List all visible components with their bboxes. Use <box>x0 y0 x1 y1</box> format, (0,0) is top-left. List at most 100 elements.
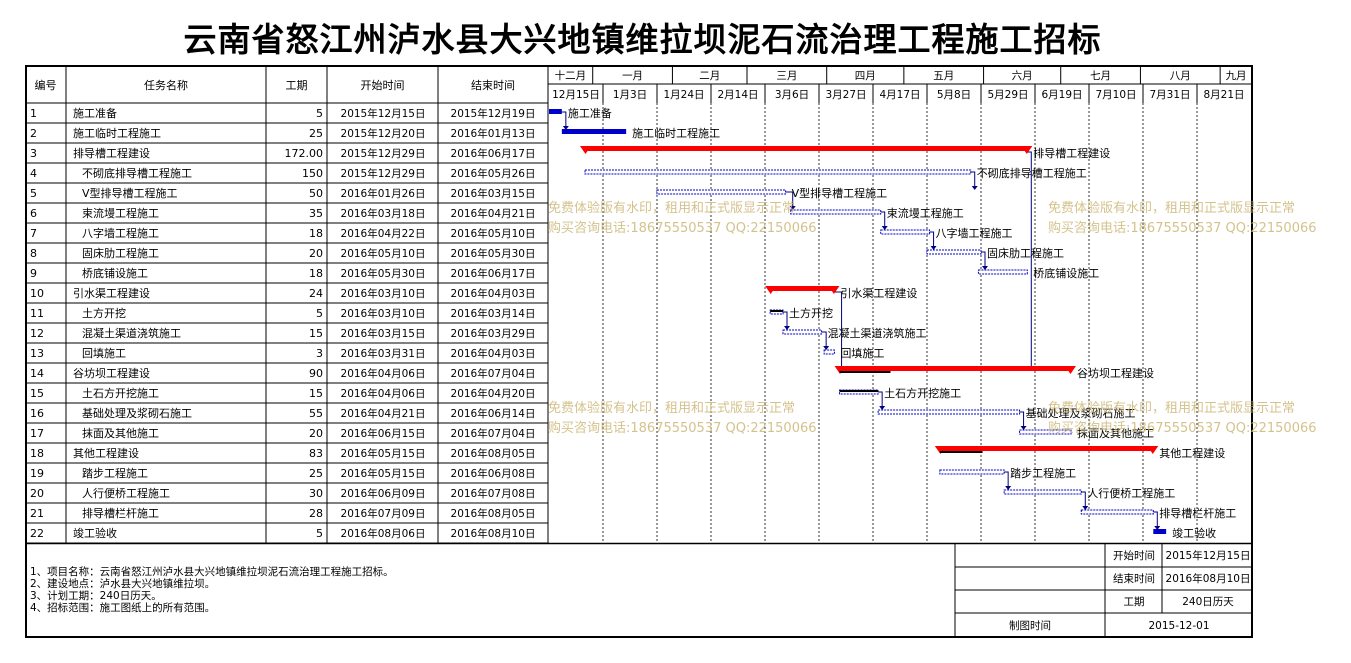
bar-label: 不砌底排导槽工程施工 <box>977 166 1087 180</box>
summary-end-cap <box>828 286 840 294</box>
task-duration: 30 <box>309 487 323 500</box>
dependency-arrow <box>1082 506 1089 510</box>
week-label: 8月21日 <box>1203 89 1244 101</box>
gantt-bar-task: 排导槽栏杆施工 <box>1080 506 1236 520</box>
bar-label: 八字墙工程施工 <box>936 226 1013 240</box>
dependency-line <box>1081 491 1086 508</box>
dependency-line <box>970 171 976 188</box>
dependency-line <box>880 211 886 228</box>
task-name: 引水渠工程建设 <box>73 286 150 300</box>
task-duration: 3 <box>316 347 323 360</box>
task-bar <box>1019 429 1072 435</box>
task-start: 2016年05月30日 <box>341 267 426 280</box>
week-label: 6月19日 <box>1041 89 1082 101</box>
bar-label: 引水渠工程建设 <box>840 286 917 300</box>
task-name: 人行便桥工程施工 <box>82 487 170 500</box>
task-start: 2016年04月06日 <box>341 387 426 400</box>
task-bar <box>823 349 835 355</box>
task-name: 排导槽栏杆施工 <box>82 506 159 520</box>
summary-bar <box>585 146 1028 151</box>
note-line: 3、计划工期：240日历天。 <box>30 590 162 602</box>
gantt-bar-task: 踏步工程施工 <box>939 466 1076 480</box>
task-id: 10 <box>30 287 44 300</box>
task-bar <box>880 229 931 235</box>
dependency-arrow <box>562 126 569 130</box>
gantt-bar-task: 桥底铺设施工 <box>977 266 1099 280</box>
gantt-bar-task: 不砌底排导槽工程施工 <box>584 166 1087 180</box>
task-start: 2016年06月15日 <box>341 427 426 440</box>
task-start: 2016年03月10日 <box>341 287 426 300</box>
summary-end-label: 结束时间 <box>1113 572 1155 585</box>
task-start: 2016年03月18日 <box>341 207 426 220</box>
dependency-arrow <box>881 226 888 230</box>
task-duration: 18 <box>309 267 323 280</box>
month-label: 一月 <box>622 70 643 82</box>
task-start: 2016年08月06日 <box>341 527 426 540</box>
bar-label: 抹面及其他施工 <box>1077 427 1154 440</box>
task-name: 不砌底排导槽工程施工 <box>82 166 192 180</box>
task-name: 混凝土渠道浇筑施工 <box>82 326 181 340</box>
bar-label: 谷坊坝工程建设 <box>1077 366 1154 380</box>
project-notes: 1、项目名称：云南省怒江州泸水县大兴地镇维拉坝泥石流治理工程施工招标。 2、建设… <box>30 566 394 614</box>
task-bar <box>561 129 627 134</box>
progress-bar <box>839 371 891 373</box>
task-name: 其他工程建设 <box>73 446 139 460</box>
task-duration: 15 <box>309 387 323 400</box>
gantt-bar-actual: 竣工验收 <box>1153 526 1216 540</box>
summary-start-cap <box>934 446 946 454</box>
dependency-arrow <box>823 346 830 350</box>
task-end: 2016年06月08日 <box>451 467 536 480</box>
month-label: 八月 <box>1170 70 1191 82</box>
task-start: 2016年03月10日 <box>341 307 426 320</box>
bar-label: 竣工验收 <box>1172 526 1216 540</box>
summary-drawn-value: 2015-12-01 <box>1148 620 1209 632</box>
bar-label: 施工准备 <box>568 106 612 120</box>
task-id: 13 <box>30 347 44 360</box>
note-line: 1、项目名称：云南省怒江州泸水县大兴地镇维拉坝泥石流治理工程施工招标。 <box>30 566 394 578</box>
bar-label: 基础处理及浆砌石施工 <box>1026 406 1136 420</box>
task-bar <box>877 409 1021 415</box>
task-id: 9 <box>30 267 37 280</box>
gantt-bar-actual: 施工临时工程施工 <box>561 126 720 140</box>
dependency-arrow <box>982 266 988 270</box>
summary-start-cap <box>834 366 846 374</box>
task-name: 土方开挖 <box>82 306 126 320</box>
task-id: 21 <box>30 507 44 520</box>
task-start: 2015年12月20日 <box>341 127 426 140</box>
dependency-arrow <box>784 326 790 330</box>
task-start: 2016年04月21日 <box>341 407 426 420</box>
task-name: 固床肋工程施工 <box>82 246 159 260</box>
task-bar <box>782 329 823 335</box>
task-id: 7 <box>30 227 37 240</box>
task-duration: 25 <box>309 467 323 480</box>
gantt-bar-task: 抹面及其他施工 <box>1019 427 1154 440</box>
task-end: 2016年04月20日 <box>451 387 536 400</box>
dependency-arrow <box>1154 526 1161 530</box>
progress-bar <box>939 451 983 453</box>
bar-label: 固床肋工程施工 <box>987 246 1064 260</box>
bar-label: 土方开挖 <box>789 306 833 320</box>
task-start: 2016年04月06日 <box>341 367 426 380</box>
dependency-line <box>1004 471 1009 488</box>
progress-bar <box>770 310 783 312</box>
gantt-bar-summary: 谷坊坝工程建设 <box>834 366 1154 380</box>
task-duration: 24 <box>309 287 323 300</box>
task-name: 踏步工程施工 <box>82 466 148 480</box>
gantt-bar-task: 基础处理及浆砌石施工 <box>877 406 1136 420</box>
task-end: 2016年04月21日 <box>451 207 536 220</box>
week-label: 3月27日 <box>825 89 866 101</box>
task-name: 排导槽工程建设 <box>73 146 150 160</box>
task-name: 回填施工 <box>82 346 126 360</box>
gantt-bar-task: 束流墁工程施工 <box>790 206 964 220</box>
week-label: 3月6日 <box>775 89 809 101</box>
task-id: 16 <box>30 407 44 420</box>
task-start: 2016年01月26日 <box>341 187 426 200</box>
dependency-arrow <box>1020 426 1027 430</box>
